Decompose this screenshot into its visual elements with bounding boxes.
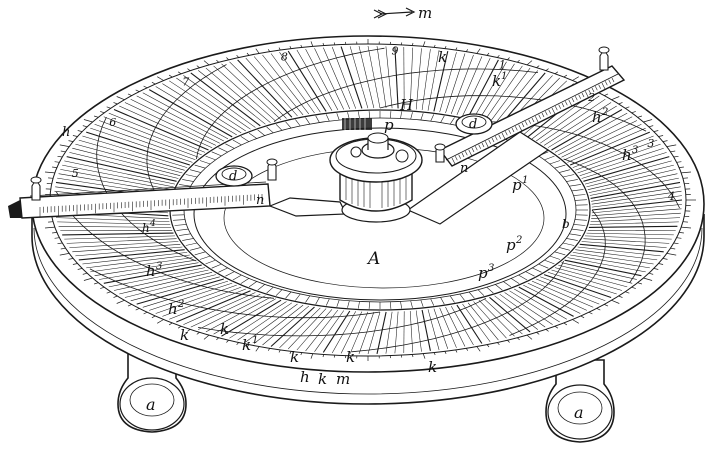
rim-number: 3 [647, 137, 654, 150]
rim-number: 9 [392, 45, 399, 58]
label-k-right-bottom: k [428, 358, 437, 376]
label-p2-sup: 2 [515, 235, 522, 246]
label-h3-left-sup: 3 [156, 261, 162, 272]
label-k-b3: k [290, 348, 299, 366]
label-p3-sup: 3 [488, 263, 494, 274]
label-h3-right: h [622, 146, 632, 164]
label-h3-right-sup: 3 [632, 145, 638, 156]
label-h4-left: h [142, 221, 150, 235]
label-p1: p [512, 176, 522, 194]
motion-arrow [374, 8, 414, 18]
label-k-b5: k [318, 370, 327, 388]
rim-number: 7 [182, 75, 189, 88]
label-k-b2: k [220, 320, 229, 338]
label-h3-left: h [146, 262, 156, 280]
label-h-b: h [300, 368, 310, 386]
label-n-right: n [460, 161, 468, 176]
label-k1-b-sup: 1 [252, 335, 258, 346]
label-h2-right: h [592, 108, 602, 126]
label-k1-top-sup: 1 [501, 71, 507, 82]
label-p: p [384, 116, 394, 134]
label-h-outer: h [62, 125, 70, 140]
label-a-left: a [146, 395, 156, 414]
rim-number: 5 [72, 167, 79, 180]
label-n-left: n [256, 193, 264, 208]
rim-number: 6 [109, 116, 116, 129]
label-d-right: d [469, 117, 477, 132]
label-m-b: m [336, 370, 350, 388]
label-a-right: a [574, 403, 584, 422]
rim-number: 2 [587, 91, 595, 104]
rim-number: 4 [667, 190, 675, 203]
label-k1-b: k [242, 336, 251, 354]
rim-number: 1 [499, 59, 506, 72]
label-p2: p [506, 236, 516, 254]
label-h2-right-sup: 2 [601, 107, 608, 118]
label-k-top: k [438, 48, 447, 66]
label-p3: p [478, 264, 488, 282]
label-k-b4: k [346, 348, 355, 366]
label-h2-left: h [168, 300, 178, 318]
label-p1-sup: 1 [522, 175, 528, 186]
rim-number: 8 [281, 50, 288, 63]
label-k-b1: k [180, 326, 189, 344]
label-b: b [562, 217, 570, 231]
label-h2-left-sup: 2 [177, 299, 184, 310]
label-h4-left-sup: 4 [149, 219, 156, 229]
label-d-left: d [229, 169, 237, 184]
label-m-arrow: m [418, 4, 432, 22]
label-A: A [366, 249, 380, 269]
label-H: H [399, 96, 414, 114]
label-k1-top: k [492, 72, 501, 90]
